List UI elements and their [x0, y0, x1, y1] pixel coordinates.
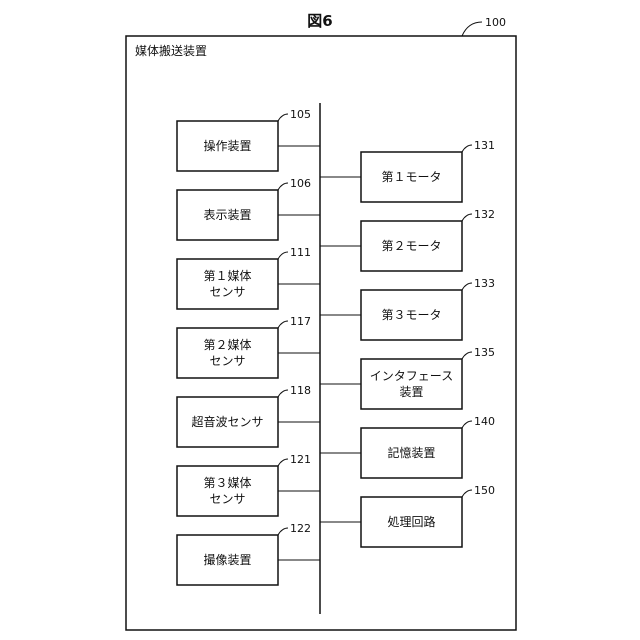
- block-133: 第３モータ 133: [320, 277, 495, 340]
- block-label: 第３媒体: [203, 476, 251, 490]
- block-label: 第１モータ: [381, 170, 441, 184]
- block-label: 超音波センサ: [191, 414, 263, 429]
- block-label: 第２媒体: [203, 338, 251, 352]
- block-118: 超音波センサ 118: [177, 384, 320, 447]
- ref-leader: [462, 421, 472, 428]
- block-box: [361, 359, 462, 409]
- ref-number: 132: [474, 208, 495, 221]
- ref-leader: [278, 114, 288, 121]
- block-box: [177, 466, 278, 516]
- ref-leader: [462, 214, 472, 221]
- block-150: 処理回路 150: [320, 484, 495, 547]
- block-label: 表示装置: [203, 208, 251, 222]
- ref-leader: [278, 183, 288, 190]
- left-blocks: 操作装置105表示装置106第１媒体センサ111第２媒体センサ117超音波センサ…: [177, 108, 320, 585]
- ref-leader: [278, 252, 288, 259]
- block-box: [177, 259, 278, 309]
- apparatus-ref-leader: [462, 22, 482, 36]
- block-132: 第２モータ 132: [320, 208, 495, 271]
- block-label: インタフェース: [370, 369, 453, 383]
- ref-leader: [278, 459, 288, 466]
- block-111: 第１媒体センサ 111: [177, 246, 320, 309]
- block-label: 処理回路: [387, 514, 435, 529]
- apparatus-ref: 100: [485, 16, 506, 29]
- ref-leader: [462, 352, 472, 359]
- block-label: 装置: [399, 385, 423, 399]
- ref-number: 111: [290, 246, 311, 259]
- block-135: インタフェース装置 135: [320, 346, 495, 409]
- block-label: 第３モータ: [381, 308, 441, 322]
- ref-number: 106: [290, 177, 311, 190]
- ref-number: 135: [474, 346, 495, 359]
- ref-number: 133: [474, 277, 495, 290]
- ref-number: 121: [290, 453, 311, 466]
- ref-number: 105: [290, 108, 311, 121]
- block-box: [177, 328, 278, 378]
- ref-number: 122: [290, 522, 311, 535]
- block-label: 第１媒体: [203, 269, 251, 283]
- ref-number: 117: [290, 315, 311, 328]
- ref-number: 131: [474, 139, 495, 152]
- ref-leader: [278, 390, 288, 397]
- block-label: 記憶装置: [387, 445, 435, 460]
- figure-title: 図6: [307, 12, 332, 30]
- block-label: センサ: [209, 285, 245, 299]
- ref-leader: [462, 490, 472, 497]
- ref-number: 140: [474, 415, 495, 428]
- apparatus-label: 媒体搬送装置: [135, 43, 207, 58]
- block-label: 操作装置: [203, 138, 251, 153]
- block-122: 撮像装置 122: [177, 522, 320, 585]
- ref-leader: [278, 321, 288, 328]
- block-131: 第１モータ 131: [320, 139, 495, 202]
- block-105: 操作装置 105: [177, 108, 320, 171]
- block-117: 第２媒体センサ 117: [177, 315, 320, 378]
- block-label: センサ: [209, 492, 245, 506]
- block-106: 表示装置 106: [177, 177, 320, 240]
- ref-number: 118: [290, 384, 311, 397]
- block-label: 第２モータ: [381, 239, 441, 253]
- ref-leader: [462, 145, 472, 152]
- block-140: 記憶装置 140: [320, 415, 495, 478]
- ref-leader: [278, 528, 288, 535]
- ref-number: 150: [474, 484, 495, 497]
- ref-leader: [462, 283, 472, 290]
- block-label: センサ: [209, 354, 245, 368]
- block-121: 第３媒体センサ 121: [177, 453, 320, 516]
- right-blocks: 第１モータ 131 第２モータ 132 第３モータ 133 インタフェース装置 135 記憶装置…: [320, 139, 495, 547]
- block-label: 撮像装置: [203, 553, 251, 567]
